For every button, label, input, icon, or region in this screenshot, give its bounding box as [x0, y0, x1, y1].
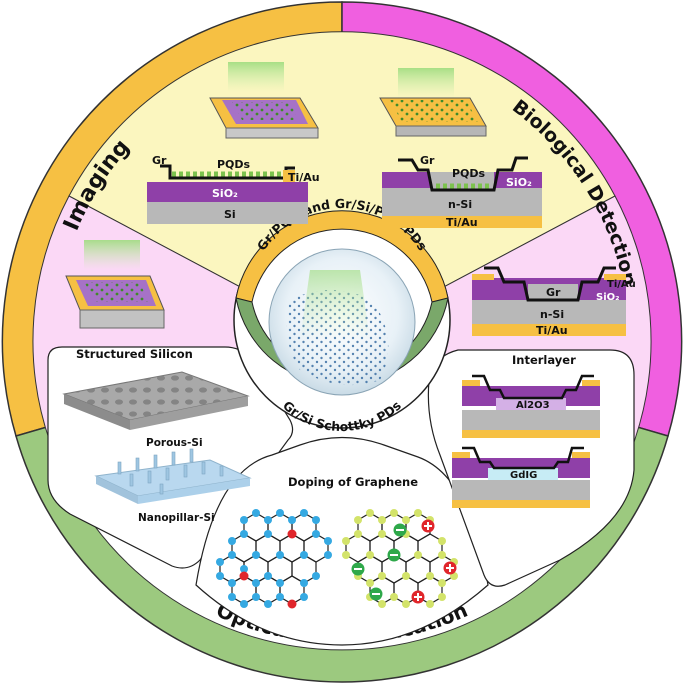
graphene-lattice-green — [342, 509, 458, 608]
structured-silicon-content: Structured Silicon Porous-Si Nanopillar-… — [62, 347, 252, 524]
pqds-label: PQDs — [217, 158, 251, 171]
interlayer-title: Interlayer — [512, 353, 576, 367]
device-xsec-top-right: Gr PQDs SiO₂ n-Si Ti/Au — [382, 154, 542, 229]
nsi-label-right-panel: n-Si — [540, 308, 564, 321]
pqds-label-right: PQDs — [452, 167, 486, 180]
tiau-label: Ti/Au — [288, 171, 320, 184]
al2o3-device: Al2O3 — [462, 374, 600, 438]
device-xsec-right: Gr Ti/Au SiO₂ n-Si Ti/Au — [472, 266, 636, 337]
gr-label-right-panel: Gr — [546, 286, 561, 299]
si-label: Si — [224, 208, 236, 221]
doping-content: Doping of Graphene — [216, 475, 458, 609]
p-dopant-plus — [411, 519, 457, 604]
n-dopant-minus — [351, 523, 407, 601]
device-3d-top-right — [379, 68, 487, 137]
gr-label-right: Gr — [420, 154, 435, 167]
sio2-label: SiO₂ — [212, 187, 238, 200]
gdig-device: GdIG — [452, 446, 590, 508]
tiau-bottom-label-right: Ti/Au — [446, 216, 478, 229]
sio2-label-right: SiO₂ — [506, 176, 532, 189]
porous-si-label: Porous-Si — [146, 437, 203, 449]
structured-silicon-title: Structured Silicon — [76, 347, 193, 361]
sio2-label-right-panel: SiO₂ — [596, 292, 620, 303]
nsi-label-right: n-Si — [448, 198, 472, 211]
device-xsec-top-left: Gr PQDs Ti/Au SiO₂ Si — [147, 154, 320, 224]
graphene-lattice-blue — [216, 509, 332, 609]
yellow-panel — [68, 31, 616, 342]
nanopillar-si-label: Nanopillar-Si — [138, 512, 215, 524]
device-3d-left — [65, 240, 165, 329]
center-circle: Gr/PQD and Gr/Si/PQD PDs Gr/Si Schottky … — [233, 196, 451, 434]
tiau-bottom-label-right-panel: Ti/Au — [536, 324, 568, 337]
al2o3-label: Al2O3 — [516, 400, 550, 411]
interlayer-content: Interlayer Al2O3 GdIG — [452, 353, 600, 508]
device-3d-top-left — [209, 62, 319, 139]
tiau-label-right-panel: Ti/Au — [607, 279, 636, 290]
gr-label: Gr — [152, 154, 167, 167]
gdig-label: GdIG — [510, 470, 537, 481]
doping-title: Doping of Graphene — [288, 475, 418, 489]
